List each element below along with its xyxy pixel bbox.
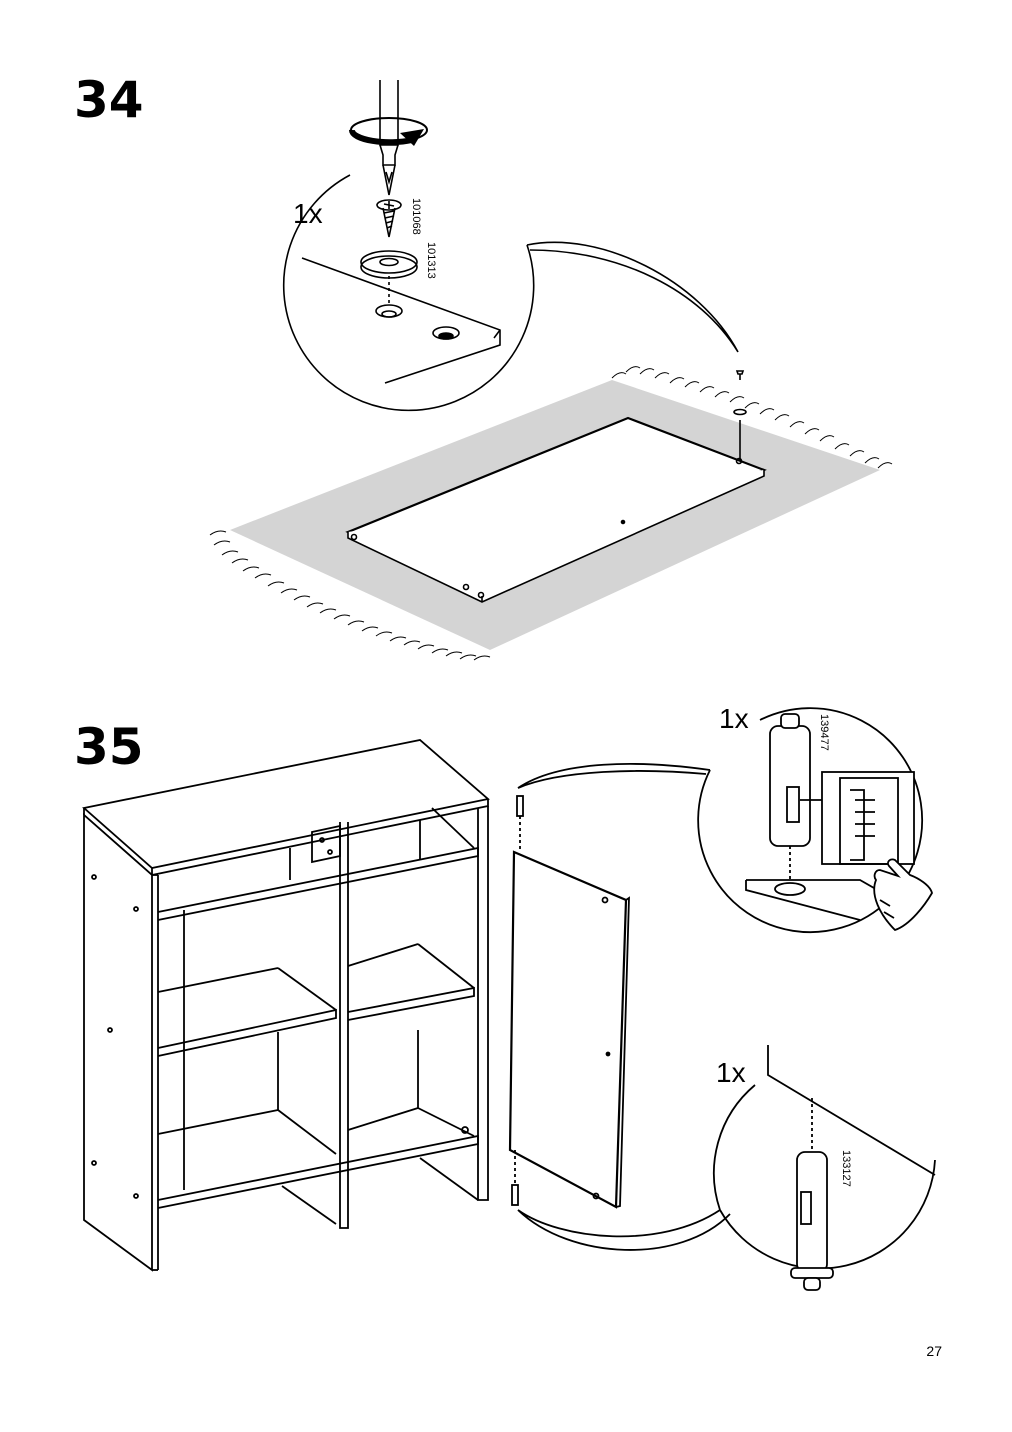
rug-fringe — [209, 366, 893, 661]
dowel-icon — [790, 1098, 834, 1291]
part-number: 133127 — [840, 1150, 852, 1187]
door-panel — [508, 795, 630, 1209]
quantity-label: 1x — [716, 1057, 746, 1088]
step-34-illustration — [209, 80, 893, 661]
detail-circle-34 — [282, 80, 739, 412]
dowel-icon — [769, 713, 811, 880]
part-number: 139477 — [818, 714, 830, 751]
shelf-unit — [82, 739, 490, 1272]
washer-icon — [360, 250, 418, 279]
part-number: 101068 — [410, 198, 422, 235]
detail-circle-35-bottom — [517, 1045, 936, 1291]
screwdriver-icon — [379, 80, 399, 196]
step-35-illustration — [82, 707, 936, 1291]
rotation-arrow-icon — [349, 117, 428, 146]
step-number: 34 — [74, 71, 144, 129]
screw-icon — [376, 199, 402, 238]
quantity-label: 1x — [719, 703, 749, 734]
step-number: 35 — [74, 718, 144, 776]
part-number: 101313 — [425, 242, 437, 279]
board-edge — [301, 257, 501, 384]
hand-press-icon — [873, 858, 933, 932]
detail-circle-35-top — [517, 707, 933, 934]
quantity-label: 1x — [293, 198, 323, 229]
pin-icon — [511, 795, 524, 1206]
panel — [345, 370, 767, 603]
page-number: 27 — [926, 1343, 942, 1359]
